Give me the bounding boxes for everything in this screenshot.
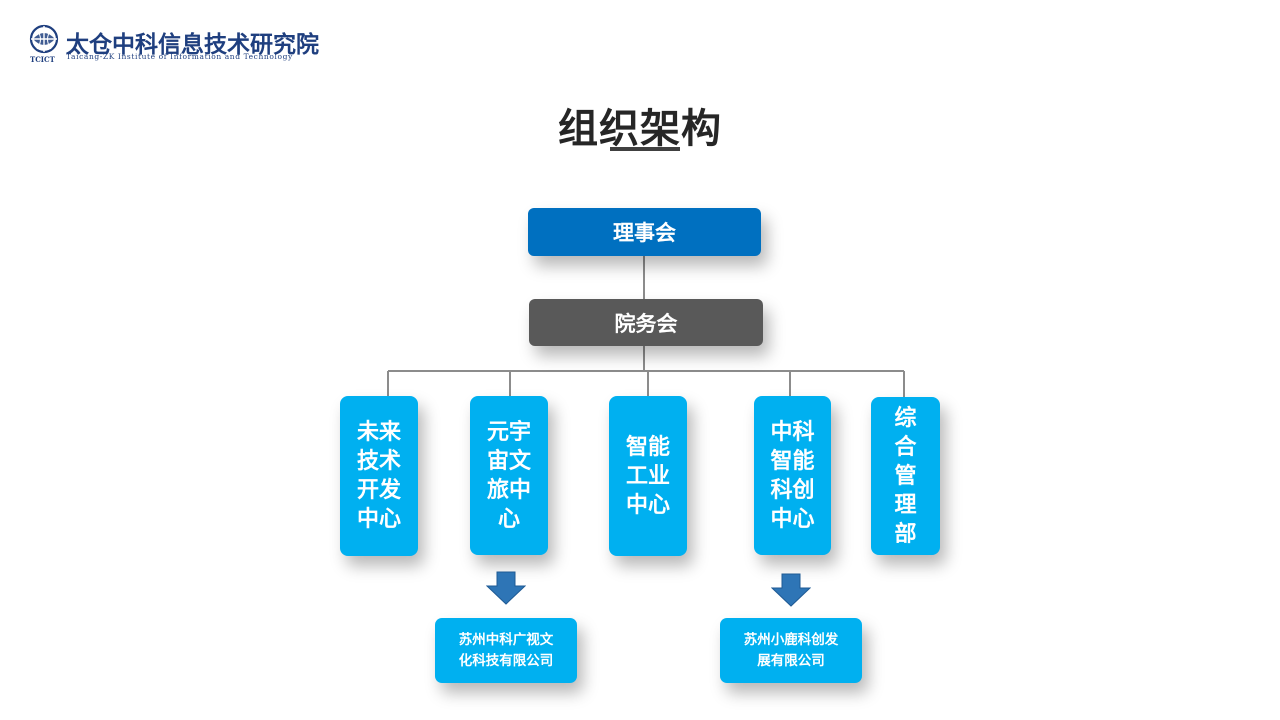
page-title: 组织架构: [558, 106, 722, 152]
dept-innovation-box: 中科 智能 科创 中心: [754, 396, 831, 555]
globe-logo-icon: [29, 24, 59, 54]
down-arrow-icon: [486, 571, 526, 605]
subsidiary-zhongke-guangshi-box: 苏州中科广视文 化科技有限公司: [435, 618, 577, 683]
logo-chinese-name: 太仓中科信息技术研究院: [66, 31, 319, 58]
board-box: 理事会: [528, 208, 761, 256]
institute-logo: TCICT 太仓中科信息技术研究院 Taicang-ZK Institute o…: [28, 24, 348, 64]
council-box: 院务会: [529, 299, 763, 346]
dept-metaverse-box: 元宇 宙文 旅中 心: [470, 396, 548, 555]
dept-smart-industry-box: 智能 工业 中心: [609, 396, 687, 556]
dept-admin-box: 综 合 管 理 部: [871, 397, 940, 555]
dept-future-tech-box: 未来 技术 开发 中心: [340, 396, 418, 556]
subsidiary-xiaolu-box: 苏州小鹿科创发 展有限公司: [720, 618, 862, 683]
title-underline: [610, 147, 680, 151]
logo-abbreviation: TCICT: [30, 55, 55, 64]
logo-english-name: Taicang-ZK Institute of Information and …: [66, 52, 293, 61]
down-arrow-icon: [771, 573, 811, 607]
